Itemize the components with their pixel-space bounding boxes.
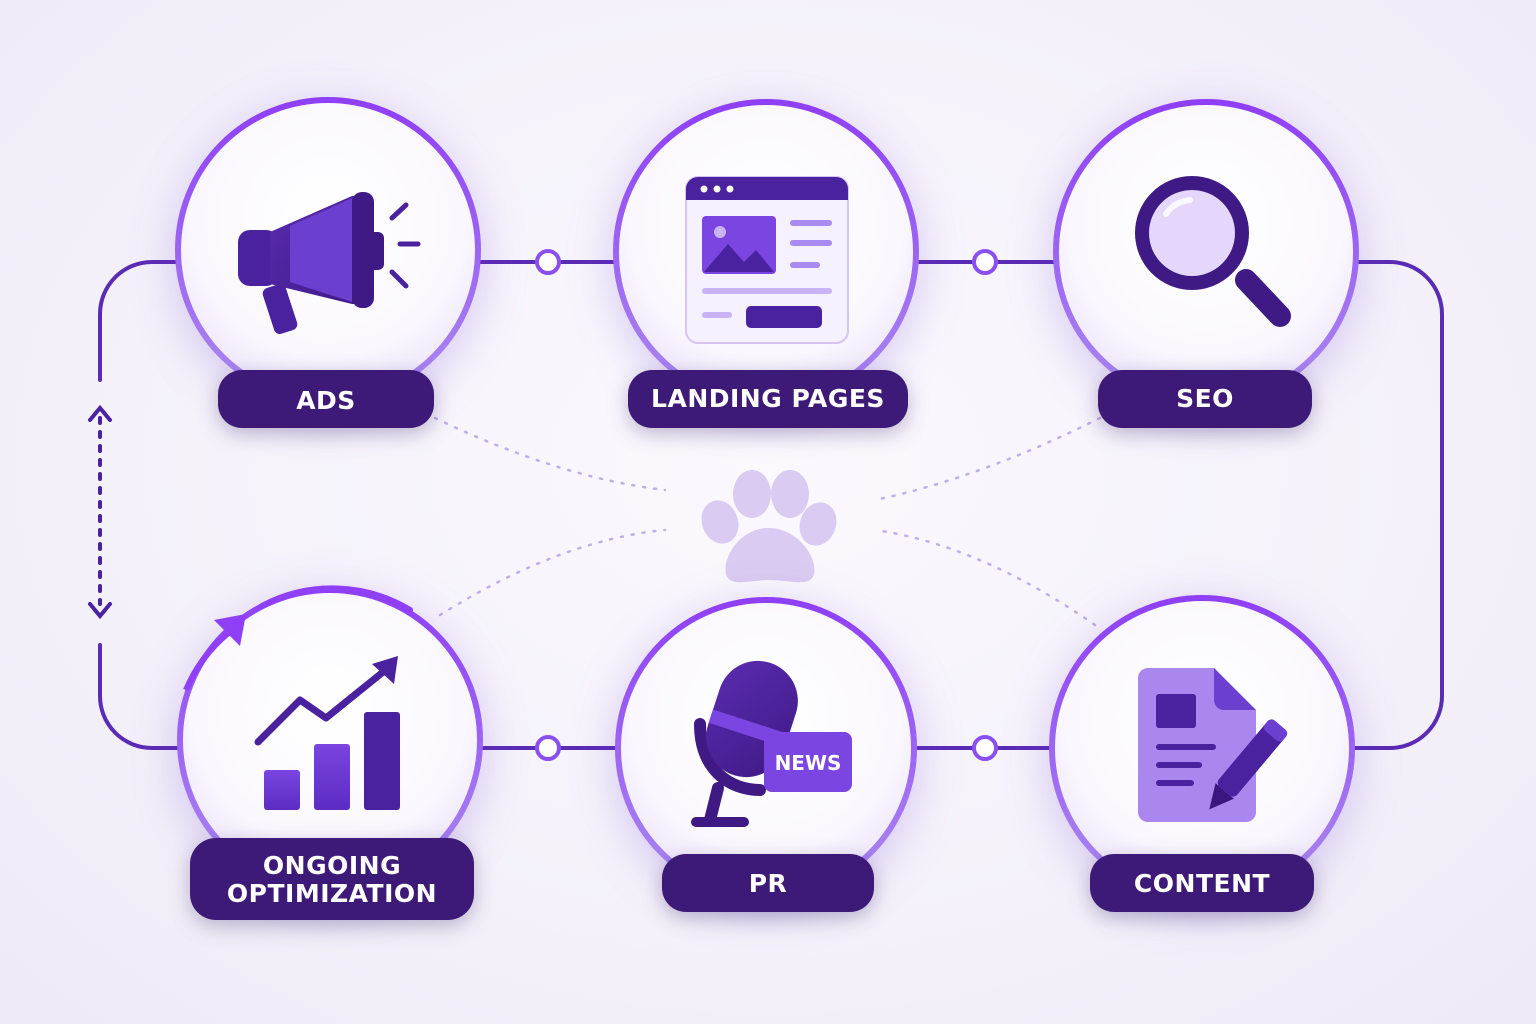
microphone-news-icon: NEWS [691,660,852,827]
news-badge-text: NEWS [775,751,842,775]
double-arrow-icon [88,404,112,620]
connector-lines [98,260,1444,750]
node-ads: ADS [175,97,481,428]
ads-label: ADS [296,386,356,415]
landing-pages-label: LANDING PAGES [651,384,885,413]
magnifier-icon [1135,176,1291,327]
ads-label-pill [218,370,434,428]
node-ongoing-optimization: ONGOING OPTIMIZATION [177,585,483,920]
news-badge [764,732,852,792]
seo-label: SEO [1176,384,1234,413]
ongoing-optimization-label-line1: ONGOING [263,851,401,880]
megaphone-icon [238,192,421,334]
webpage-icon [685,176,849,344]
node-landing-pages: LANDING PAGES [613,99,919,428]
pr-label: PR [749,869,788,898]
content-label: CONTENT [1134,869,1270,898]
node-pr: NEWS PR [615,597,917,912]
ongoing-optimization-label-pill [190,838,474,920]
connector-dots [535,249,998,761]
content-label-pill [1090,854,1314,912]
ongoing-optimization-label-line2: OPTIMIZATION [227,879,437,908]
node-seo: SEO [1053,99,1359,428]
seo-label-pill [1098,370,1312,428]
landing-pages-label-pill [628,370,908,428]
document-pencil-icon [1138,668,1288,822]
paw-icon [701,470,837,583]
pr-label-pill [662,854,874,912]
growth-chart-icon [254,656,400,810]
dotted-guides [433,416,1102,627]
node-content: CONTENT [1049,595,1355,912]
refresh-arrow-icon [183,585,413,692]
